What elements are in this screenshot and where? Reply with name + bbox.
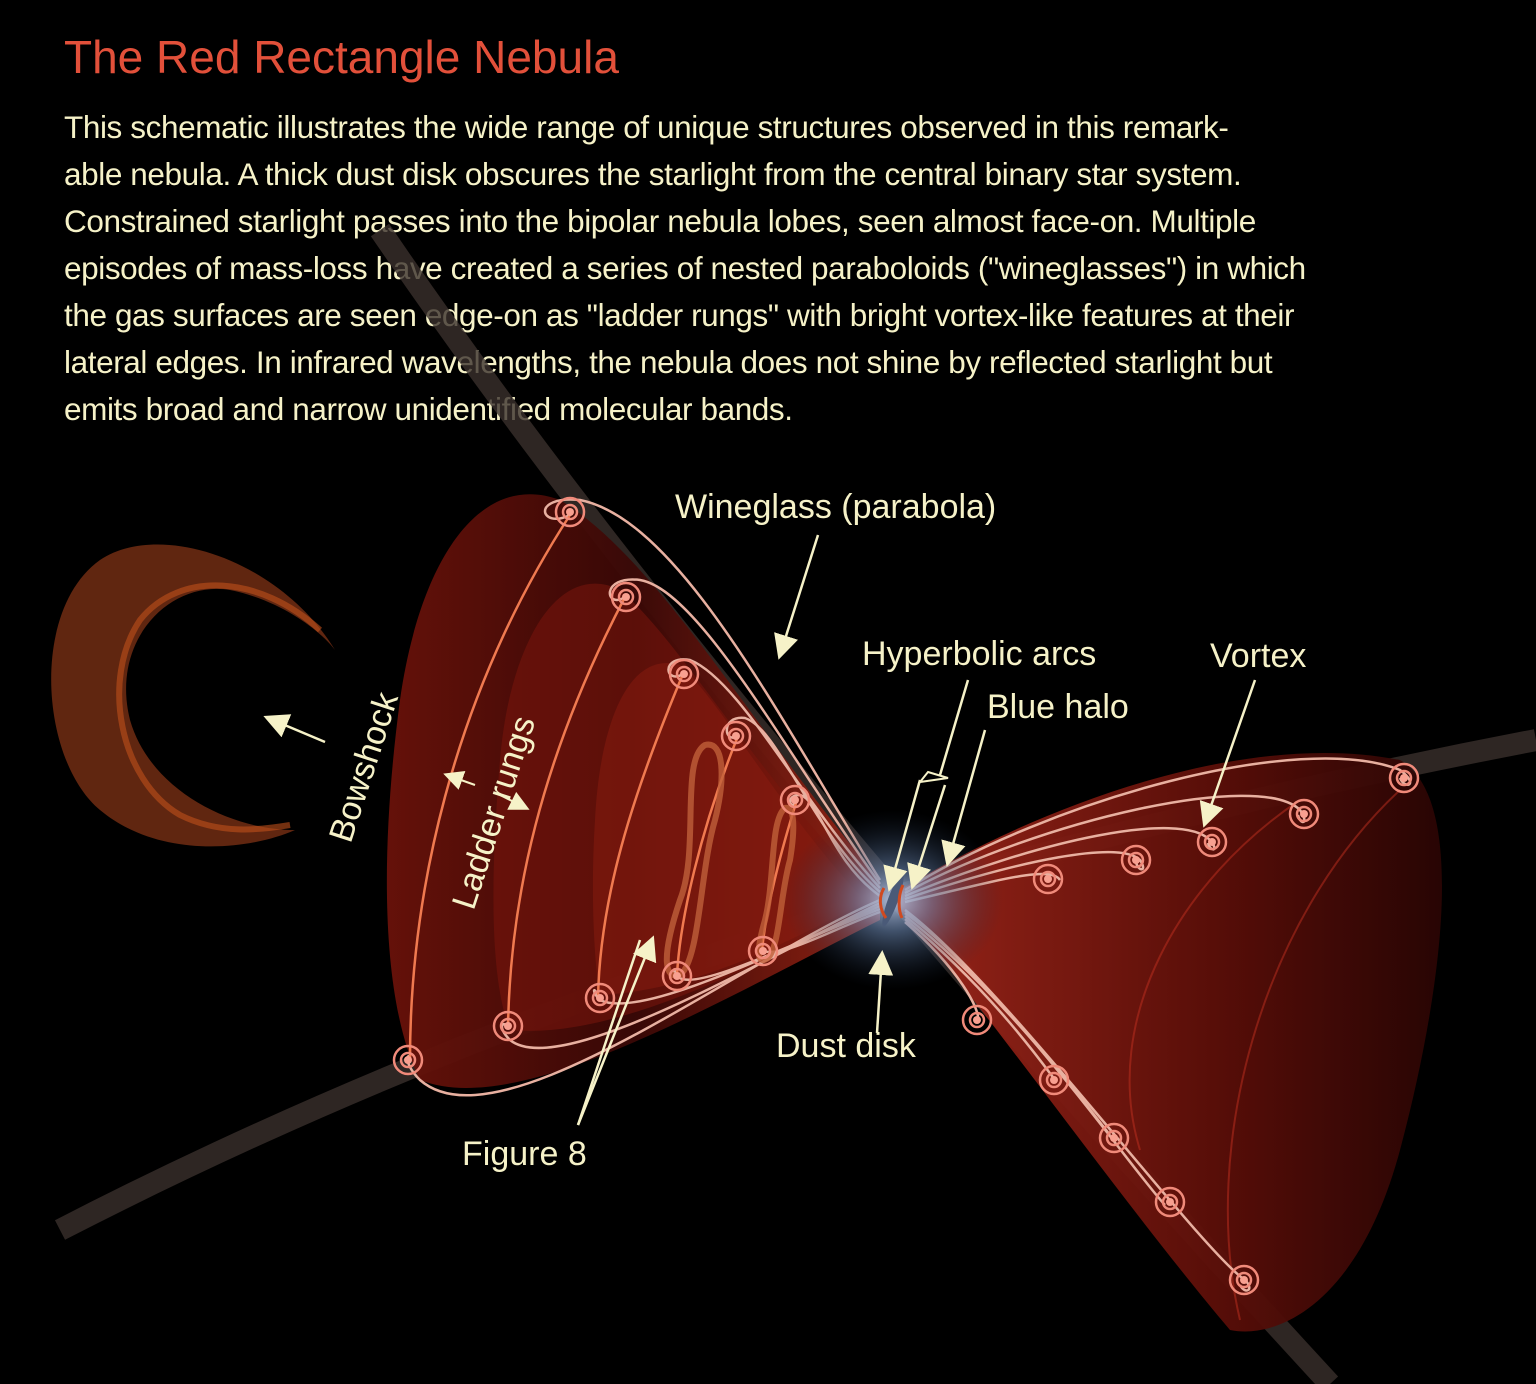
description-line: emits broad and narrow unidentified mole… (64, 391, 793, 427)
description: This schematic illustrates the wide rang… (64, 104, 1504, 433)
description-line: Constrained starlight passes into the bi… (64, 203, 1256, 239)
hyperbolic-bracket (917, 770, 949, 784)
bowshock-crescent (51, 544, 335, 847)
label-vortex: Vortex (1210, 637, 1307, 675)
page-title: The Red Rectangle Nebula (64, 31, 619, 83)
right-lobe (900, 752, 1442, 1332)
description-line: This schematic illustrates the wide rang… (64, 109, 1229, 145)
label-hyperbolic-arcs: Hyperbolic arcs (862, 635, 1097, 673)
description-line: lateral edges. In infrared wavelengths, … (64, 344, 1273, 380)
vortex-spirals (392, 496, 1420, 1296)
description-line: episodes of mass-loss have created a ser… (64, 250, 1306, 286)
label-blue-halo: Blue halo (987, 688, 1129, 726)
description-line: the gas surfaces are seen edge-on as "la… (64, 297, 1295, 333)
label-figure-8: Figure 8 (462, 1135, 587, 1173)
ladder-arrows (443, 770, 530, 810)
label-dust-disk: Dust disk (776, 1027, 916, 1065)
spiral-icon (392, 496, 1420, 1296)
label-wineglass: Wineglass (parabola) (675, 488, 997, 526)
description-line: able nebula. A thick dust disk obscures … (64, 156, 1242, 192)
annotation-arrows (263, 534, 1257, 1126)
